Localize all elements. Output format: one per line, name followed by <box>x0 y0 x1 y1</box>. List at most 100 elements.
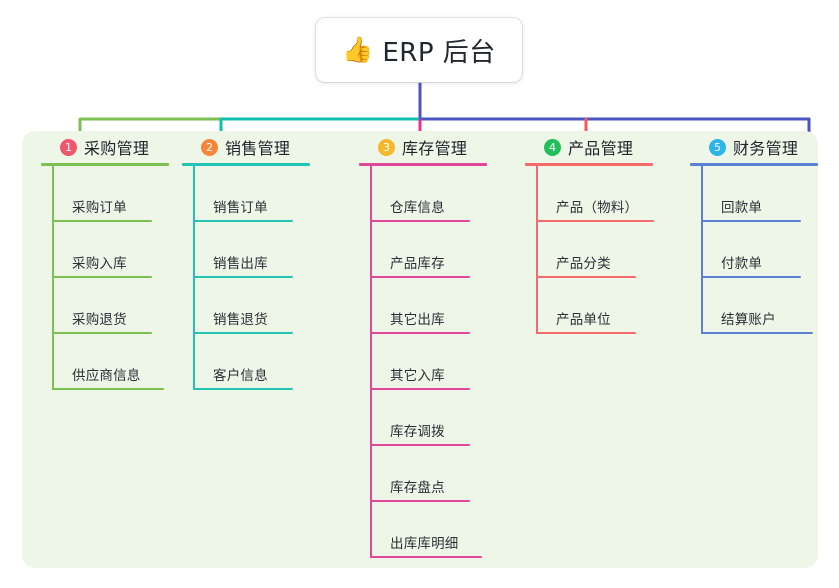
column-title-1: 采购管理 <box>84 139 150 158</box>
list-item-label: 客户信息 <box>213 368 268 384</box>
list-item-label: 付款单 <box>721 256 763 272</box>
column-body-3: 仓库信息 产品库存 其它出库 其它入库 库存调拨 <box>370 166 510 558</box>
leaf-rule <box>701 276 801 278</box>
list-item[interactable]: 其它入库 <box>370 334 510 390</box>
list-item-label: 出库库明细 <box>390 536 459 552</box>
leaf-rule <box>52 220 152 222</box>
column-finance: 5 财务管理 回款单 付款单 结算账户 <box>689 131 839 334</box>
leaf-rule <box>52 276 152 278</box>
list-item-label: 库存调拨 <box>390 424 445 440</box>
column-body-1: 采购订单 采购入库 采购退货 供应商信息 <box>52 166 192 390</box>
list-item[interactable]: 采购退货 <box>52 278 192 334</box>
column-spine-5 <box>701 166 703 334</box>
list-item[interactable]: 回款单 <box>701 166 839 222</box>
list-item-label: 产品库存 <box>390 256 445 272</box>
column-header-1[interactable]: 1 采购管理 <box>40 131 192 163</box>
column-spine-2 <box>193 166 195 390</box>
list-item-label: 销售出库 <box>213 256 268 272</box>
leaf-rule <box>193 332 293 334</box>
column-inventory: 3 库存管理 仓库信息 产品库存 其它出库 <box>358 131 510 558</box>
column-body-5: 回款单 付款单 结算账户 <box>701 166 839 334</box>
columns-container: 1 采购管理 采购订单 采购入库 采购退货 <box>22 131 818 568</box>
list-item[interactable]: 采购入库 <box>52 222 192 278</box>
list-item[interactable]: 结算账户 <box>701 278 839 334</box>
column-header-2[interactable]: 2 销售管理 <box>181 131 333 163</box>
list-item-label: 采购退货 <box>72 312 127 328</box>
badge-number-1: 1 <box>60 138 77 156</box>
list-item-label: 其它出库 <box>390 312 445 328</box>
column-spine-4 <box>536 166 538 334</box>
leaf-rule <box>536 276 636 278</box>
root-node[interactable]: 👍 ERP 后台 <box>316 18 522 82</box>
leaf-rule <box>52 332 152 334</box>
badge-number-5: 5 <box>709 138 726 156</box>
list-item[interactable]: 产品单位 <box>536 278 676 334</box>
column-header-3[interactable]: 3 库存管理 <box>358 131 510 163</box>
column-header-4[interactable]: 4 产品管理 <box>524 131 676 163</box>
column-header-5[interactable]: 5 财务管理 <box>689 131 839 163</box>
leaf-rule <box>193 388 293 390</box>
column-spine-1 <box>52 166 54 390</box>
list-item-label: 采购订单 <box>72 200 127 216</box>
list-item[interactable]: 销售出库 <box>193 222 333 278</box>
column-header-rule-4 <box>525 163 653 166</box>
list-item[interactable]: 仓库信息 <box>370 166 510 222</box>
column-title-2: 销售管理 <box>225 139 291 158</box>
list-item-label: 供应商信息 <box>72 368 141 384</box>
leaf-rule <box>701 332 813 334</box>
list-item[interactable]: 出库库明细 <box>370 502 510 558</box>
leaf-rule <box>536 220 654 222</box>
column-sales: 2 销售管理 销售订单 销售出库 销售退货 <box>181 131 333 390</box>
thumbs-up-icon: 👍 <box>342 34 374 64</box>
badge-number-2: 2 <box>201 138 218 156</box>
column-purchasing: 1 采购管理 采购订单 采购入库 采购退货 <box>40 131 192 390</box>
leaf-rule <box>370 332 470 334</box>
list-item[interactable]: 产品（物料） <box>536 166 676 222</box>
list-item[interactable]: 其它出库 <box>370 278 510 334</box>
list-item-label: 库存盘点 <box>390 480 445 496</box>
column-spine-3 <box>370 166 372 558</box>
leaf-rule <box>370 500 470 502</box>
list-item-label: 采购入库 <box>72 256 127 272</box>
list-item[interactable]: 客户信息 <box>193 334 333 390</box>
column-header-rule-5 <box>690 163 818 166</box>
leaf-rule <box>701 220 801 222</box>
leaf-rule <box>370 444 470 446</box>
leaf-rule <box>536 332 636 334</box>
column-title-4: 产品管理 <box>568 139 634 158</box>
list-item[interactable]: 库存调拨 <box>370 390 510 446</box>
column-product: 4 产品管理 产品（物料） 产品分类 产品单位 <box>524 131 676 334</box>
list-item[interactable]: 产品分类 <box>536 222 676 278</box>
column-title-3: 库存管理 <box>402 139 468 158</box>
column-header-rule-2 <box>182 163 310 166</box>
list-item[interactable]: 供应商信息 <box>52 334 192 390</box>
list-item-label: 结算账户 <box>721 312 776 328</box>
badge-number-4: 4 <box>544 138 561 156</box>
leaf-rule <box>370 276 470 278</box>
list-item[interactable]: 库存盘点 <box>370 446 510 502</box>
leaf-rule <box>370 388 470 390</box>
leaf-rule <box>370 556 482 558</box>
badge-number-3: 3 <box>378 138 395 156</box>
list-item-label: 产品单位 <box>556 312 611 328</box>
leaf-rule <box>193 220 293 222</box>
list-item-label: 销售退货 <box>213 312 268 328</box>
list-item-label: 仓库信息 <box>390 200 445 216</box>
column-title-5: 财务管理 <box>733 139 799 158</box>
list-item-label: 其它入库 <box>390 368 445 384</box>
column-body-2: 销售订单 销售出库 销售退货 客户信息 <box>193 166 333 390</box>
list-item-label: 销售订单 <box>213 200 268 216</box>
list-item-label: 回款单 <box>721 200 763 216</box>
list-item-label: 产品（物料） <box>556 200 639 216</box>
root-title: ERP 后台 <box>382 37 496 68</box>
list-item[interactable]: 销售订单 <box>193 166 333 222</box>
list-item[interactable]: 销售退货 <box>193 278 333 334</box>
list-item-label: 产品分类 <box>556 256 611 272</box>
list-item[interactable]: 付款单 <box>701 222 839 278</box>
content-panel <box>22 131 818 568</box>
leaf-rule <box>193 276 293 278</box>
list-item[interactable]: 采购订单 <box>52 166 192 222</box>
leaf-rule <box>52 388 164 390</box>
list-item[interactable]: 产品库存 <box>370 222 510 278</box>
